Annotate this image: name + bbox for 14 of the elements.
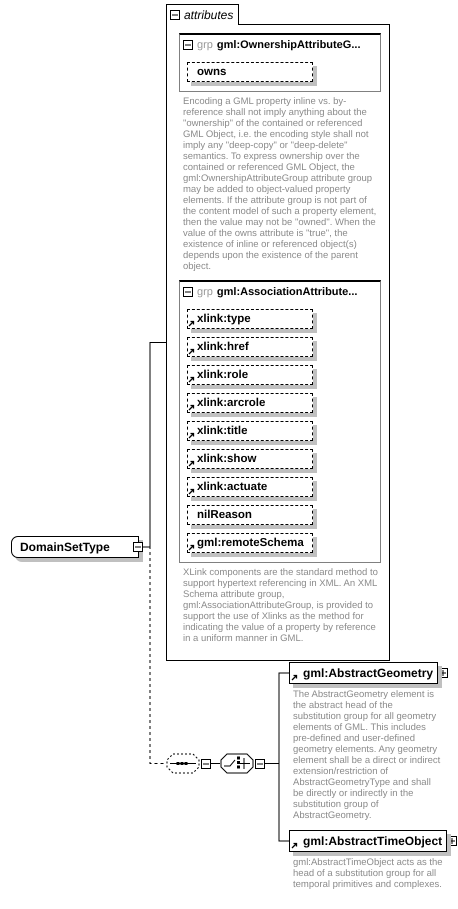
description-text: The AbstractGeometry element is the abstract head of the substitution group for all geometry elements of GML. This includes pre-defined and user-defined geometry elements. Any geometry element shall be a direct or indirect extension/restriction of AbstractGeometryType and shall be directly or indirectly in the substitution group of AbstractGeometry. xyxy=(293,689,442,821)
description-text: Encoding a GML property inline vs. by-reference shall not imply anything about the "ownership" of the contained or referenced GML Object, i.e. the encoding style shall not imply any "deep-copy" or "deep-delete" semantics. To express ownership over the contained or referenced GML Object, the gml:OwnershipAttributeGroup attribute group may be added to object-valued property elements. If the attribute group is not part of the content model of such a property element, then the value may not be "owned". When the value of the owns attribute is "true", the existence of inline or referenced object(s) depends upon the existence of the parent object. xyxy=(183,96,378,272)
group-keyword: grp xyxy=(197,38,213,50)
description-text: gml:AbstractTimeObject acts as the head of a substitution group for all temporal primitives and complexes. xyxy=(293,857,443,890)
connector-line xyxy=(264,763,290,842)
panel-title: attributes xyxy=(184,8,234,22)
attribute-group-box xyxy=(179,280,381,563)
group-keyword: grp xyxy=(197,286,213,298)
group-name: gml:AssociationAttribute... xyxy=(216,286,358,298)
group-name: gml:OwnershipAttributeG... xyxy=(216,38,361,50)
attribute-group-box xyxy=(179,33,381,92)
description-text: XLink components are the standard method to support hypertext referencing in XML. An XML Schema attribute group, gml:AssociationAttributeGroup, is provided to support the use of Xlinks as the method for indicating the value of a property by reference in a uniform manner in GML. xyxy=(183,567,379,644)
connector-line xyxy=(210,763,220,764)
connector-line xyxy=(142,546,166,764)
